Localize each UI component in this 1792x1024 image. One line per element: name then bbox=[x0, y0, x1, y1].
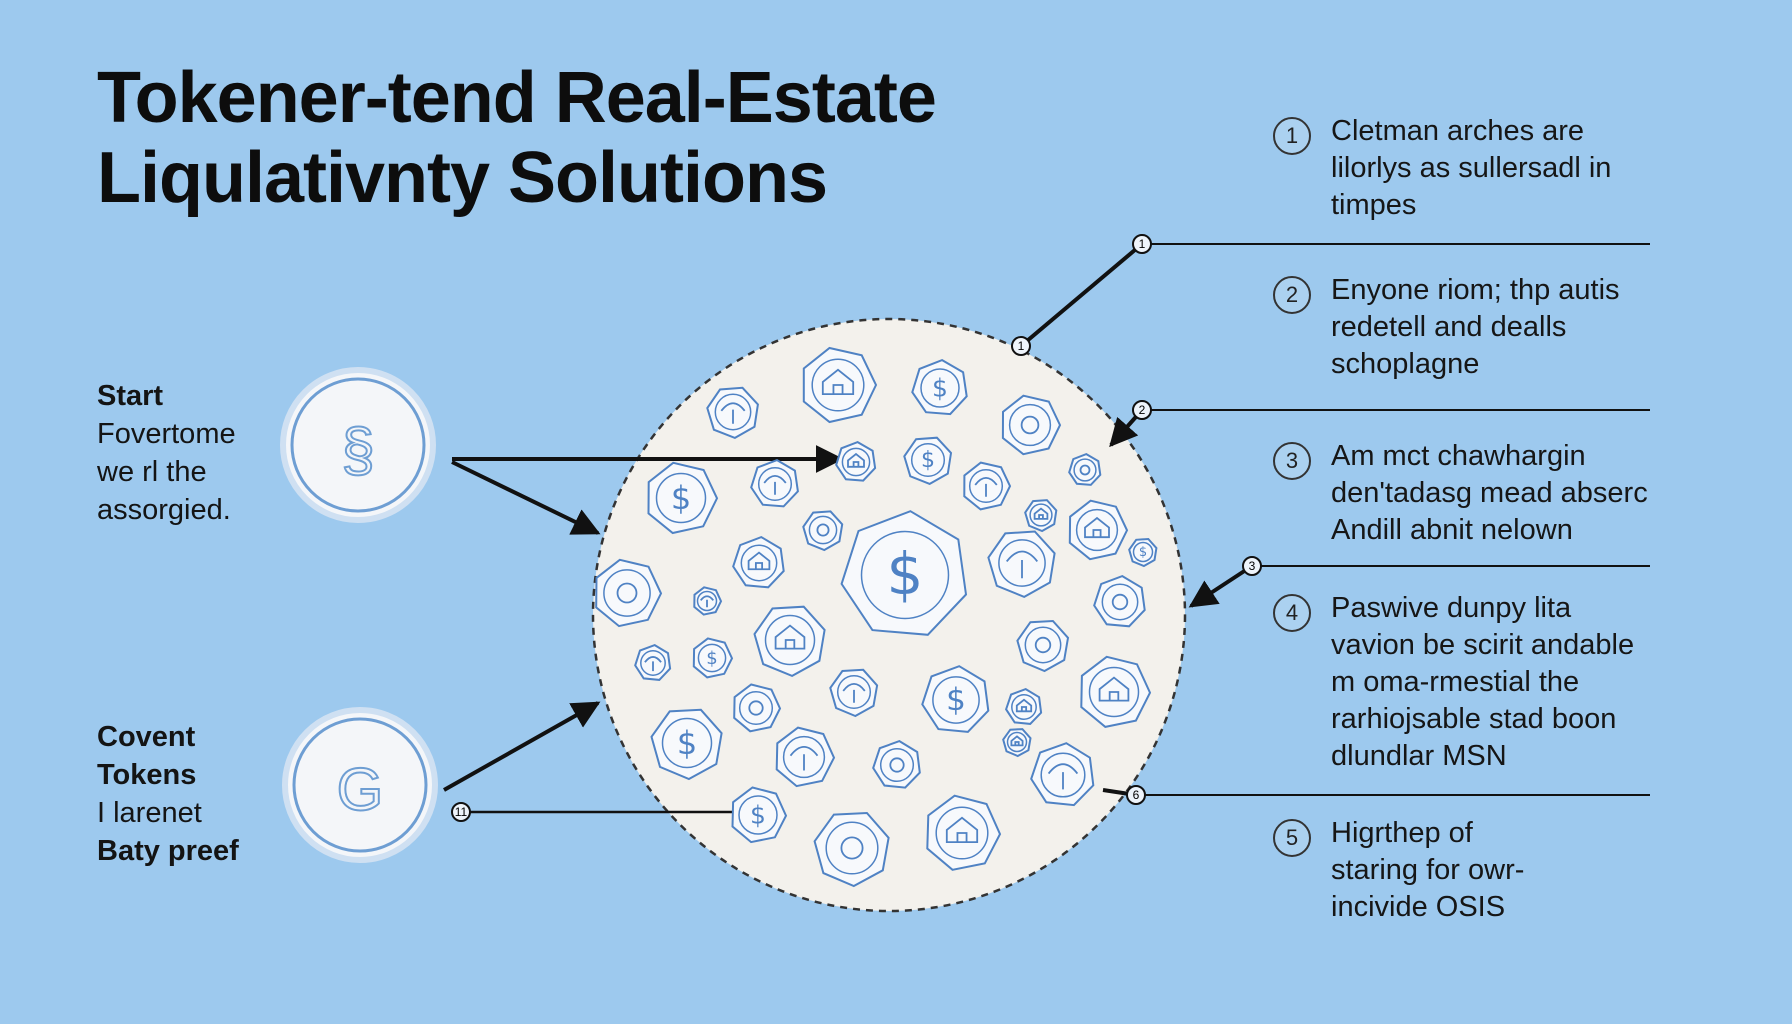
connector-badge-label: 6 bbox=[1133, 788, 1140, 802]
step-line: Enyone riom; thp autis bbox=[1331, 274, 1620, 306]
leaf-icon bbox=[1068, 499, 1129, 561]
step-line: rarhiojsable stad boon bbox=[1331, 703, 1617, 735]
left-block-line: I larenet bbox=[97, 797, 202, 829]
step-line: staring for owr- bbox=[1331, 854, 1525, 886]
house-icon bbox=[813, 811, 890, 888]
building-icon bbox=[802, 510, 844, 552]
house-icon: $ bbox=[921, 665, 990, 733]
left-block-line: Fovertome bbox=[97, 418, 236, 450]
palm-tree-icon bbox=[1030, 742, 1095, 807]
step-line: Higrthep of bbox=[1331, 817, 1473, 849]
title-line-1: Tokener-tend Real-Estate bbox=[97, 58, 937, 138]
bank-icon bbox=[1068, 452, 1102, 486]
svg-text:$: $ bbox=[750, 800, 766, 829]
bank-icon bbox=[733, 683, 782, 733]
step-line: timpes bbox=[1331, 189, 1417, 221]
web-icon bbox=[1024, 499, 1058, 533]
step-line: vavion be scirit andable bbox=[1331, 629, 1635, 661]
building-icon: $ bbox=[692, 637, 734, 679]
left-block-covent: Covent Tokens I larenet Baty preef bbox=[97, 718, 239, 870]
left-connectors bbox=[443, 445, 844, 821]
leaf-icon bbox=[634, 643, 672, 681]
svg-text:$: $ bbox=[677, 724, 697, 762]
token-coin-icon: G bbox=[282, 707, 438, 863]
house-icon bbox=[595, 558, 663, 628]
dollar-icon: $ bbox=[840, 510, 968, 636]
step-number-badge: 3 bbox=[1273, 442, 1311, 480]
svg-text:$: $ bbox=[706, 648, 717, 669]
left-block-line: Baty preef bbox=[97, 835, 239, 867]
svg-text:$: $ bbox=[921, 448, 935, 473]
leaf-icon bbox=[1002, 728, 1032, 758]
title-line-2: Liqulativnty Solutions bbox=[97, 138, 828, 218]
step-line: redetell and dealls bbox=[1331, 311, 1567, 343]
svg-text:$: $ bbox=[671, 479, 691, 517]
step-number-badge: 1 bbox=[1273, 117, 1311, 155]
step-line: incivide OSIS bbox=[1331, 891, 1506, 923]
palm-tree-icon bbox=[835, 440, 877, 482]
building-icon bbox=[872, 739, 921, 789]
step-line: dlundlar MSN bbox=[1331, 740, 1507, 772]
house-icon: $ bbox=[903, 436, 953, 486]
palm-tree-icon bbox=[987, 530, 1056, 599]
left-block-line: assorgied. bbox=[97, 494, 231, 526]
left-block-line: we rl the bbox=[97, 456, 207, 488]
left-block-heading: Start bbox=[97, 380, 164, 412]
svg-text:$: $ bbox=[946, 682, 966, 718]
tree-icon bbox=[829, 668, 879, 718]
step-line: schoplagne bbox=[1331, 348, 1480, 380]
page-title: Tokener-tend Real-Estate Liqulativnty So… bbox=[97, 58, 937, 218]
svg-text:G: G bbox=[337, 756, 384, 823]
key-icon: $ bbox=[647, 461, 719, 535]
key-icon: $ bbox=[650, 708, 723, 781]
bank-icon: $ bbox=[1128, 537, 1158, 568]
connector-badge-label: 1 bbox=[1139, 237, 1146, 251]
svg-text:$: $ bbox=[932, 373, 948, 402]
left-block-start: Start Fovertome we rl the assorgied. bbox=[97, 377, 236, 529]
palm-tree-icon bbox=[1080, 655, 1152, 728]
building-icon: $ bbox=[911, 358, 968, 416]
dollar-icon bbox=[1016, 619, 1070, 673]
sun-seal-icon bbox=[802, 346, 878, 424]
step-number-badge: 5 bbox=[1273, 819, 1311, 857]
step-line: m oma-rmestial the bbox=[1331, 666, 1580, 698]
step-line: Paswive dunpy lita bbox=[1331, 592, 1572, 624]
step-number-badge: 4 bbox=[1273, 594, 1311, 632]
leaf-icon bbox=[706, 386, 759, 440]
left-block-heading: Tokens bbox=[97, 759, 197, 791]
step-line: Am mct chawhargin bbox=[1331, 440, 1586, 472]
connector-badges: 1 1 2 3 6 11 bbox=[451, 234, 1262, 822]
step-line: lilorlys as sullersadl in bbox=[1331, 152, 1612, 184]
sun-seal-icon bbox=[753, 605, 826, 678]
step-line: Andill abnit nelown bbox=[1331, 514, 1573, 546]
step-separators bbox=[1136, 243, 1650, 796]
sun-seal-icon bbox=[775, 726, 836, 788]
connector-badge-label: 3 bbox=[1249, 559, 1256, 573]
icon-field: $ $ $ $ $ $ $ $ $ bbox=[595, 346, 1158, 888]
left-block-heading: Covent bbox=[97, 721, 196, 753]
sun-seal-icon bbox=[750, 458, 799, 508]
tree-icon bbox=[926, 794, 1002, 871]
token-coin-icon: § bbox=[280, 367, 436, 523]
dollar-icon: $ bbox=[731, 786, 788, 844]
tree-icon bbox=[963, 461, 1012, 511]
step-line: den'tadasg mead abserc bbox=[1331, 477, 1648, 509]
tree-icon bbox=[732, 535, 785, 589]
svg-text:$: $ bbox=[1139, 545, 1147, 560]
dollar-icon bbox=[1001, 394, 1062, 456]
connector-badge-label: 11 bbox=[455, 805, 468, 819]
connector-badge-label: 2 bbox=[1139, 403, 1146, 417]
step-number-badge: 2 bbox=[1273, 276, 1311, 314]
svg-text:§: § bbox=[341, 416, 374, 483]
key-icon bbox=[1093, 574, 1146, 628]
svg-text:$: $ bbox=[887, 540, 924, 608]
step-line: Cletman arches are bbox=[1331, 115, 1585, 147]
web-icon bbox=[693, 586, 723, 616]
web-icon bbox=[1004, 687, 1043, 725]
connector-badge-label: 1 bbox=[1018, 339, 1025, 353]
